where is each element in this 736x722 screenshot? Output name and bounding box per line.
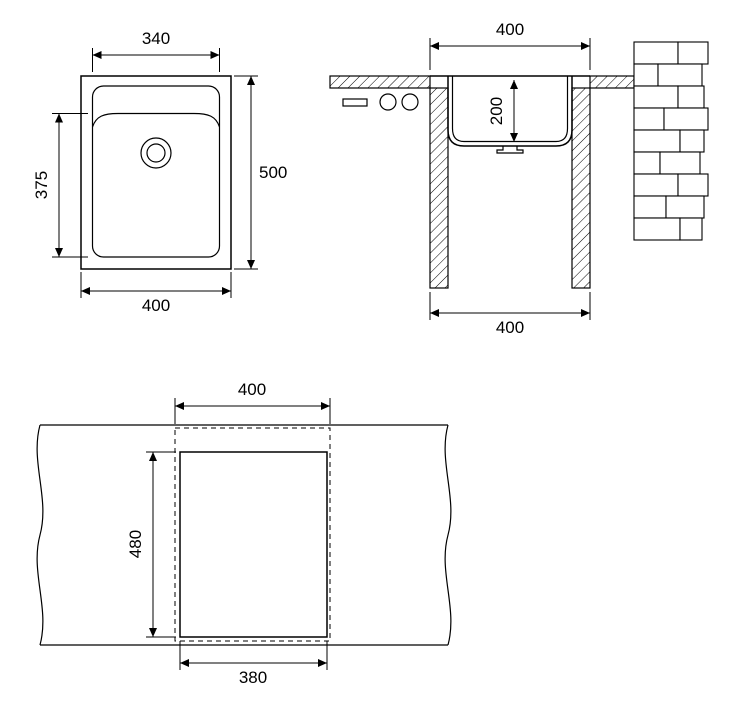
dim-label-plan-top: 340 [142,29,170,48]
sink-footprint-dashed [174,427,331,642]
brick [633,173,679,197]
brick [633,63,659,87]
faucet-hole-icon [401,93,419,111]
dim-label-plan-bottom: 400 [142,296,170,315]
cabinet-left-panel [429,87,449,289]
sink-bowl-outline [91,85,221,258]
faucet-slot-icon [342,98,368,107]
brick [677,85,705,109]
brick [679,217,703,241]
section-view: 400 200 400 [329,20,709,337]
dimension-section-depth: 200 [487,80,518,142]
brick [633,217,681,241]
dimension-cutout-top: 400 [174,380,331,424]
dim-label-section-top: 400 [496,20,524,39]
dim-label-section-bottom: 400 [496,318,524,337]
drain-outer-icon [140,137,172,169]
plan-view: 340 500 375 400 [32,29,287,315]
drain-inner-icon [146,143,166,163]
cabinet-right-panel [571,87,591,289]
cutout-rectangle [179,451,328,638]
bowl-deck-curve [91,112,221,128]
dim-label-cutout-side: 480 [126,530,145,558]
brick [633,41,679,65]
brick-wall [633,41,709,241]
dimension-plan-right: 500 [234,75,287,270]
dimension-plan-left: 375 [32,113,88,258]
dimension-cutout-side: 480 [126,451,176,638]
dim-label-cutout-top: 400 [238,380,266,399]
brick [677,173,709,197]
cutout-view: 400 480 380 [36,380,452,687]
brick [679,129,705,153]
brick [657,63,703,87]
brick [633,85,679,109]
sink-outer-outline [80,75,232,270]
brick [677,41,709,65]
countertop-left [329,75,431,89]
faucet-hole-icon [379,93,397,111]
dimension-plan-top: 340 [92,29,220,72]
dim-label-plan-left: 375 [32,171,51,199]
countertop-right [589,75,635,89]
brick [659,151,701,175]
brick [633,195,667,219]
dimension-section-bottom: 400 [429,292,591,337]
bowl-section-outer [447,76,573,147]
brick [633,151,661,175]
brick [633,129,681,153]
dimension-cutout-bottom: 380 [179,641,328,687]
brick [665,195,705,219]
dimension-plan-bottom: 400 [80,272,232,315]
brick [633,107,665,131]
brick [663,107,709,131]
dim-label-plan-right: 500 [259,163,287,182]
dim-label-section-depth: 200 [487,97,506,125]
break-line-left [36,424,44,646]
dim-label-cutout-bottom: 380 [239,668,267,687]
bowl-section-inner [451,76,569,143]
break-line-right [444,424,452,646]
drain-section-icon [496,146,524,154]
dimension-section-top: 400 [429,20,591,70]
